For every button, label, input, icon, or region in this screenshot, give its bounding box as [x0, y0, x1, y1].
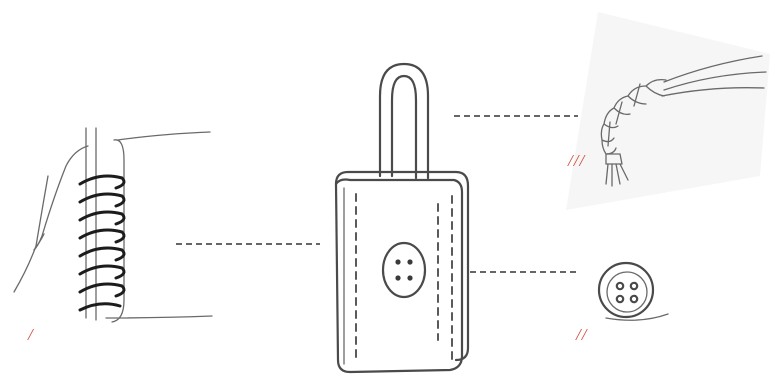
cord-strand-3 — [661, 87, 765, 97]
thread-tail — [33, 233, 45, 251]
paper-scrap — [566, 12, 770, 210]
cord-tassel — [605, 163, 629, 187]
cord-knot — [605, 153, 623, 165]
button-detail — [597, 261, 669, 321]
cord-strand-1 — [663, 55, 763, 83]
needle — [33, 145, 89, 251]
button-inner-rim — [606, 271, 648, 313]
loose-thread — [13, 175, 49, 293]
step-label-2: // — [576, 325, 588, 344]
fabric-bottom-edge — [105, 315, 213, 319]
step-label-3: /// — [568, 151, 586, 170]
button-holes — [615, 281, 639, 304]
fabric-fold-outer — [85, 127, 97, 321]
cord-strand-2 — [663, 71, 767, 91]
fabric-top-edge — [117, 131, 211, 141]
braided-cord-detail — [566, 12, 770, 210]
whip-stitch-detail — [13, 127, 213, 323]
pouch — [334, 62, 470, 374]
pouch-back-edge — [334, 170, 470, 362]
button-shadow — [605, 313, 669, 321]
button-outer-rim — [597, 261, 655, 319]
fabric-fold-inner — [111, 139, 125, 323]
pouch-loop-outer — [378, 62, 430, 180]
pouch-body — [334, 178, 464, 374]
pouch-button — [381, 241, 427, 299]
whip-stitch-coils — [78, 174, 126, 312]
pouch-loop-inner — [390, 74, 418, 180]
step-label-1: / — [28, 325, 34, 344]
